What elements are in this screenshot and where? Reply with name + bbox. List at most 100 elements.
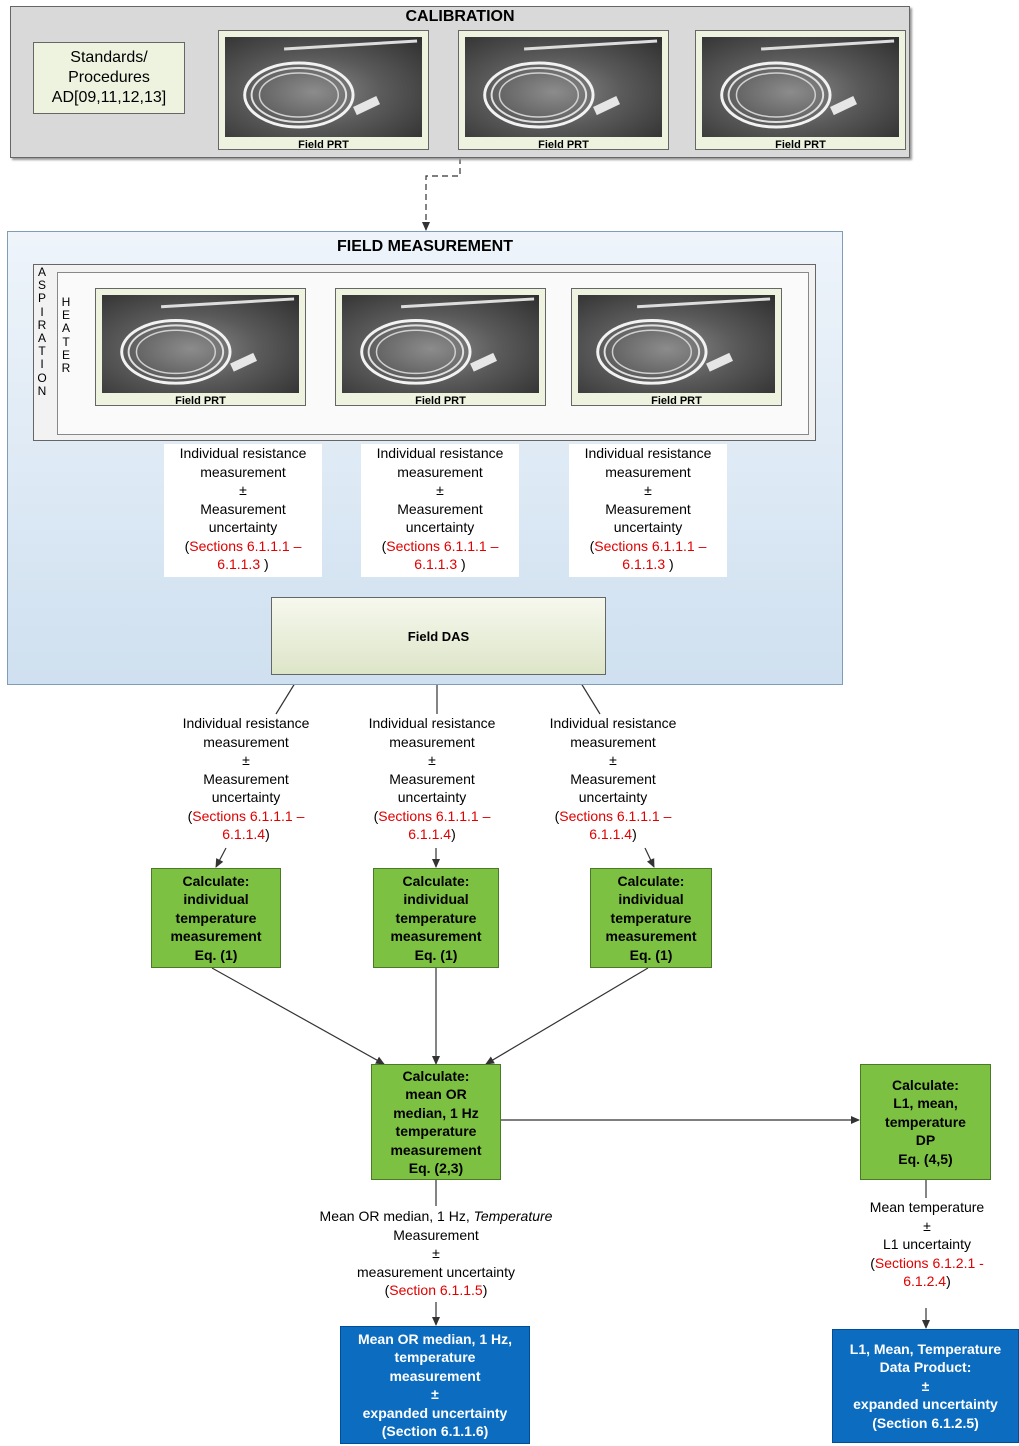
section-link: Sections 6.1.1.1 – — [189, 537, 302, 554]
section-link: Sections 6.1.1.1 – — [378, 807, 491, 824]
label-line: Individual resistance — [182, 715, 310, 731]
paren: ) — [265, 826, 270, 842]
prt-photo — [578, 295, 775, 393]
box-line: individual — [618, 891, 684, 908]
box-line: Calculate: — [892, 1076, 959, 1093]
label4-to-calc1-arrow — [215, 847, 227, 868]
section-link: Sections 6.1.1.1 – — [594, 537, 707, 554]
prt-photo — [225, 37, 422, 137]
paren: ( — [870, 1254, 875, 1271]
box-line: ± — [921, 1377, 930, 1394]
heater-letter: E — [61, 308, 70, 323]
prt-cable-image — [596, 297, 771, 385]
label-line: Individual resistance — [376, 445, 504, 461]
box-line: Eq. (1) — [414, 946, 458, 963]
label-line: Measurement — [203, 770, 289, 787]
box-line: measurement — [605, 928, 697, 945]
resistance-label-top-1: Individual resistance measurement ± Meas… — [164, 444, 322, 577]
section-link: Section 6.1.1.5 — [389, 1282, 483, 1298]
paren: ) — [451, 826, 456, 842]
paren: ( — [554, 807, 560, 824]
label-line: uncertainty — [578, 789, 648, 805]
output-l1-product-box: L1, Mean, Temperature Data Product: ± ex… — [832, 1329, 1019, 1443]
section-reference-cont: 6.1.2.4) — [848, 1272, 1006, 1291]
label-line: ± — [428, 752, 436, 768]
calc-individual-box-1: Calculate: individual temperature measur… — [151, 868, 281, 968]
section-reference-cont: 6.1.1.3 ) — [569, 555, 727, 574]
aspiration-letter: I — [40, 357, 44, 372]
box-line: mean OR — [405, 1086, 467, 1102]
section-reference: (Sections 6.1.1.1 – — [352, 807, 512, 826]
section-link: 6.1.1.4 — [589, 826, 633, 842]
calc3-to-mean-arrow — [485, 967, 649, 1065]
prt-caption: Field PRT — [415, 395, 466, 407]
box-line: temperature — [885, 1113, 966, 1130]
section-link: Sections 6.1.1.1 – — [559, 807, 672, 824]
aspiration-letter: P — [37, 291, 46, 306]
section-link: 6.1.1.4 — [222, 826, 266, 842]
box-line: (Section 6.1.2.5) — [872, 1414, 979, 1431]
section-link: 6.1.1.3 — [217, 556, 261, 572]
prt-cable-image — [360, 297, 535, 385]
l1-mean-label: Mean temperature ± L1 uncertainty (Secti… — [848, 1198, 1006, 1308]
label-line: Mean OR median, 1 Hz, Temperature — [286, 1207, 586, 1226]
aspiration-letter: O — [37, 370, 47, 385]
section-reference: (Sections 6.1.1.1 – — [533, 807, 693, 826]
prt-photo — [465, 37, 662, 137]
box-line: Calculate: — [182, 872, 250, 889]
field-prt-3: Field PRT — [571, 288, 782, 407]
label-line: uncertainty — [208, 519, 278, 535]
field-prt-1: Field PRT — [95, 288, 306, 407]
resistance-label-top-3: Individual resistance measurement ± Meas… — [569, 444, 727, 577]
calc1-to-mean-arrow — [211, 967, 385, 1065]
paren: ) — [946, 1273, 951, 1289]
label-line: Individual resistance — [549, 715, 677, 731]
box-line: temperature — [610, 909, 692, 926]
box-line: Data Product: — [879, 1359, 972, 1376]
heater-letter: T — [62, 334, 70, 349]
section-reference-cont: 6.1.1.3 ) — [361, 555, 519, 574]
label-line: measurement — [389, 733, 475, 750]
paren: ( — [187, 807, 193, 824]
field-measurement-title: FIELD MEASUREMENT — [337, 238, 513, 255]
prt-cable-image — [720, 39, 895, 129]
box-line: individual — [403, 891, 469, 908]
label-line: Measurement — [397, 500, 483, 517]
heater-letter: H — [61, 295, 71, 309]
output-mean-product-box: Mean OR median, 1 Hz, temperature measur… — [340, 1326, 530, 1444]
box-line: expanded uncertainty — [853, 1396, 998, 1413]
paren: ) — [665, 556, 674, 572]
box-line: expanded uncertainty — [362, 1404, 508, 1421]
prt-caption: Field PRT — [298, 139, 349, 151]
section-reference-cont: 6.1.1.3 ) — [164, 555, 322, 574]
box-line: temperature — [395, 909, 477, 926]
box-line: (Section 6.1.1.6) — [381, 1423, 489, 1439]
ad-references-line: AD[09,11,12,13] — [51, 89, 167, 106]
box-line: individual — [183, 891, 249, 908]
label-line: ± — [609, 752, 617, 768]
label-line: Measurement — [605, 500, 691, 517]
resistance-label-bottom-3: Individual resistance measurement ± Meas… — [533, 714, 693, 848]
box-line: Calculate: — [402, 872, 470, 889]
label-line: measurement uncertainty — [357, 1263, 515, 1280]
section-reference-cont: 6.1.1.4) — [166, 825, 326, 844]
procedures-line: Procedures — [68, 69, 150, 86]
label-line: Individual resistance — [368, 715, 496, 731]
box-line: measurement — [170, 928, 262, 945]
calibration-to-field-connector — [422, 158, 461, 231]
aspiration-letter: T — [38, 344, 46, 359]
label-line: ± — [923, 1217, 931, 1234]
box-line: Eq. (1) — [194, 946, 238, 963]
box-line: Mean OR median, 1 Hz, — [357, 1330, 513, 1347]
resistance-label-top-2: Individual resistance measurement ± Meas… — [361, 444, 519, 577]
box-line: temperature — [175, 909, 257, 926]
heater-letter: A — [61, 321, 70, 336]
calc-mean-box: Calculate: mean OR median, 1 Hz temperat… — [371, 1064, 501, 1180]
prt-caption: Field PRT — [775, 139, 826, 151]
box-line: temperature — [394, 1349, 476, 1365]
label-line: measurement — [200, 463, 286, 480]
section-link: 6.1.2.4 — [903, 1273, 947, 1289]
box-line: Eq. (1) — [629, 946, 673, 963]
aspiration-letter: R — [37, 317, 47, 332]
box-line: temperature — [395, 1123, 477, 1139]
